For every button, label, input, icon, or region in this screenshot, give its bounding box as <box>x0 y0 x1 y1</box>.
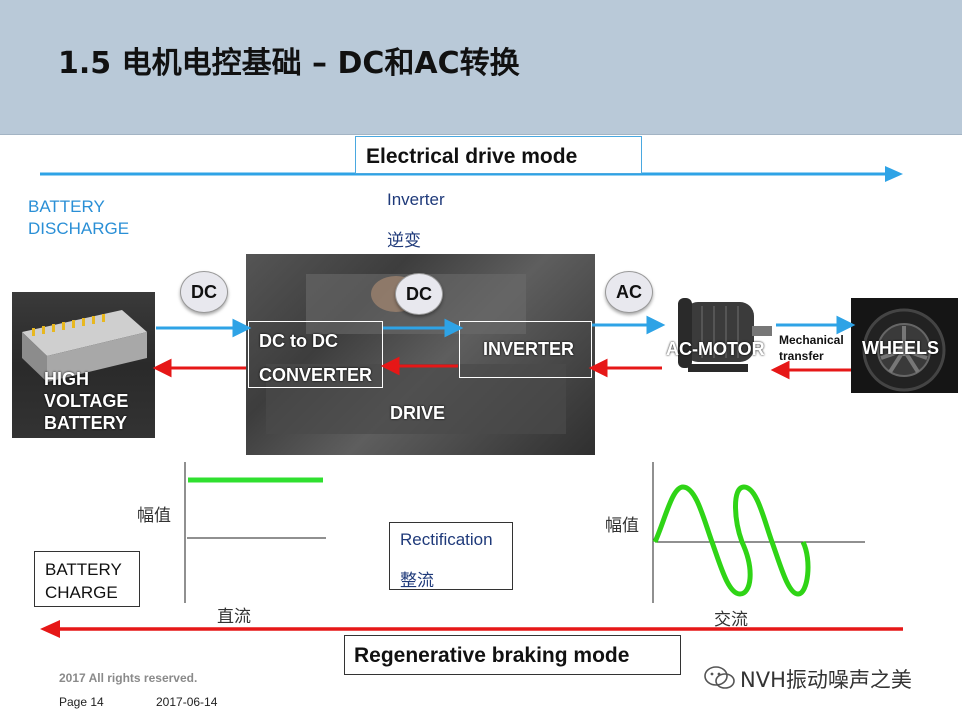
converter-label-line1: DC to DC <box>259 331 338 351</box>
page-number: Page 14 <box>59 695 104 709</box>
regenerative-braking-mode-box: Regenerative braking mode <box>344 635 681 675</box>
battery-label-line1: HIGH <box>44 369 89 389</box>
inverter-component-label: INVERTER <box>483 339 575 359</box>
amplitude-label-left: 幅值 <box>137 506 171 526</box>
wheels-photo <box>851 298 958 393</box>
drive-mode-arrowhead <box>885 166 903 182</box>
regenerative-braking-mode-label: Regenerative braking mode <box>354 644 630 667</box>
dc-badge-1: DC <box>180 271 228 313</box>
page-title: 1.5 电机电控基础 – DC和AC转换 <box>58 46 520 81</box>
ac-motor-photo <box>662 292 774 378</box>
ac-badge: AC <box>605 271 653 313</box>
rectification-label-cn: 整流 <box>400 571 434 591</box>
amplitude-label-right: 幅值 <box>605 516 639 536</box>
dc-dc-converter-box <box>248 321 383 388</box>
mechanical-transfer-label: Mechanical transfer <box>779 332 844 364</box>
inverter-label-en: Inverter <box>387 190 445 209</box>
electrical-drive-mode-box: Electrical drive mode <box>355 136 642 174</box>
battery-discharge-line1: BATTERY <box>28 197 105 216</box>
mechanical-transfer-line2: transfer <box>779 349 824 363</box>
copyright-text: 2017 All rights reserved. <box>59 671 198 685</box>
inverter-box <box>459 321 592 378</box>
ac-graph-label: 交流 <box>714 610 748 630</box>
battery-label: HIGH VOLTAGE BATTERY <box>44 368 128 434</box>
mechanical-transfer-line1: Mechanical <box>779 333 844 347</box>
ac-sine-wave <box>652 484 811 597</box>
braking-mode-arrowhead <box>40 620 60 638</box>
wheels-label: WHEELS <box>862 338 940 358</box>
title-bar <box>0 0 962 135</box>
rectification-box: Rectification 整流 <box>389 522 513 591</box>
slide-date: 2017-06-14 <box>156 695 218 709</box>
electrical-drive-mode-label: Electrical drive mode <box>366 145 578 168</box>
wheel-icon <box>862 308 946 392</box>
dc-graph-label: 直流 <box>217 607 251 627</box>
converter-label-line2: CONVERTER <box>259 365 373 385</box>
inverter-label-cn: 逆变 <box>387 231 421 251</box>
battery-discharge-label: BATTERY DISCHARGE <box>28 196 129 240</box>
battery-discharge-line2: DISCHARGE <box>28 219 130 238</box>
battery-pack-icon <box>22 310 147 382</box>
battery-charge-line1: BATTERY <box>45 560 122 579</box>
drive-label: DRIVE <box>390 403 446 423</box>
battery-photo: HIGH VOLTAGE BATTERY <box>12 292 155 438</box>
wechat-icon <box>704 666 735 689</box>
motor-icon <box>678 298 772 372</box>
battery-charge-box: BATTERY CHARGE <box>34 551 140 607</box>
rectification-label-en: Rectification <box>400 530 493 549</box>
ac-motor-label: AC-MOTOR <box>666 339 765 359</box>
battery-charge-label: BATTERY CHARGE <box>45 558 122 604</box>
battery-charge-line2: CHARGE <box>45 583 118 602</box>
battery-label-line2: VOLTAGE <box>44 391 129 411</box>
watermark-text: NVH振动噪声之美 <box>740 668 912 692</box>
battery-label-line3: BATTERY <box>44 413 127 433</box>
dc-badge-2: DC <box>395 273 443 315</box>
